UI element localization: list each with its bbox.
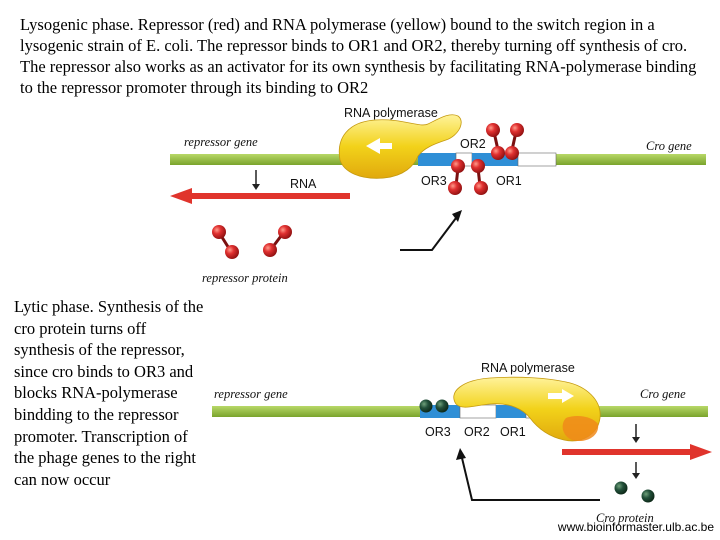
lytic-rna-arrow (562, 449, 692, 455)
lytic-dna-left (212, 406, 420, 417)
lysogenic-or2-label: OR2 (460, 137, 486, 151)
lysogenic-pointer-line (400, 217, 457, 251)
lytic-or3-label: OR3 (425, 425, 451, 439)
lysogenic-dna-right (556, 154, 706, 165)
lytic-or1-label: OR1 (500, 425, 526, 439)
lytic-down-arrow-head (632, 437, 640, 443)
lytic-diagram: RNA polymerase repressor gene Cro gene O… (212, 361, 712, 525)
lysogenic-rna-label: RNA (290, 177, 317, 191)
lytic-cro-on-or3 (419, 399, 449, 413)
lytic-repressor-gene-label: repressor gene (214, 387, 288, 401)
lytic-or2-label: OR2 (464, 425, 490, 439)
cro-protein-label: Cro protein (596, 511, 654, 525)
lytic-pointer-head (456, 448, 466, 460)
source-credit: www.bioinformaster.ulb.ac.be (557, 520, 714, 534)
lytic-pointer-line (461, 457, 600, 501)
lysogenic-or1-gap (517, 152, 557, 167)
lysogenic-caption: Lysogenic phase. Repressor (red) and RNA… (20, 15, 697, 97)
repressor-protein-label: repressor protein (202, 271, 288, 285)
lysogenic-repressor-or2 (486, 123, 524, 160)
lytic-free-cro-1 (614, 481, 628, 495)
lytic-rna-arrow-head (690, 444, 712, 460)
lysogenic-rna-polymerase (338, 114, 462, 179)
lysogenic-rna-arrow (190, 193, 350, 199)
lysogenic-or3-label: OR3 (421, 174, 447, 188)
lysogenic-free-repressor-2 (263, 225, 292, 257)
lytic-free-cro-2 (641, 489, 655, 503)
lytic-down-arrow-2-head (632, 473, 640, 479)
lysogenic-diagram: RNA polymerase repressor gene Cro gene O… (170, 106, 706, 285)
lytic-rna-polymerase-label: RNA polymerase (481, 361, 575, 375)
lysogenic-or3-site (418, 153, 456, 166)
lysogenic-rna-arrow-head (170, 188, 192, 204)
lysogenic-repressor-gene-label: repressor gene (184, 135, 258, 149)
lysogenic-dna-left (170, 154, 418, 165)
lysogenic-repressor-or1 (448, 159, 488, 195)
lysogenic-rna-polymerase-label: RNA polymerase (344, 106, 438, 120)
lytic-cro-gene-label: Cro gene (640, 387, 686, 401)
lytic-polymerase-orange-lobe (562, 416, 599, 442)
lysogenic-free-repressor-1 (212, 225, 239, 259)
lytic-dna-right (562, 406, 708, 417)
lytic-polymerase-direction-icon (548, 389, 574, 403)
lysogenic-down-arrow-head (252, 184, 260, 190)
lysogenic-pointer-head (452, 210, 462, 222)
lysogenic-cro-gene-label: Cro gene (646, 139, 692, 153)
lytic-caption: Lytic phase. Synthesis of the cro protei… (14, 297, 204, 489)
lysogenic-or1-label: OR1 (496, 174, 522, 188)
lysogenic-polymerase-direction-icon (366, 138, 392, 154)
